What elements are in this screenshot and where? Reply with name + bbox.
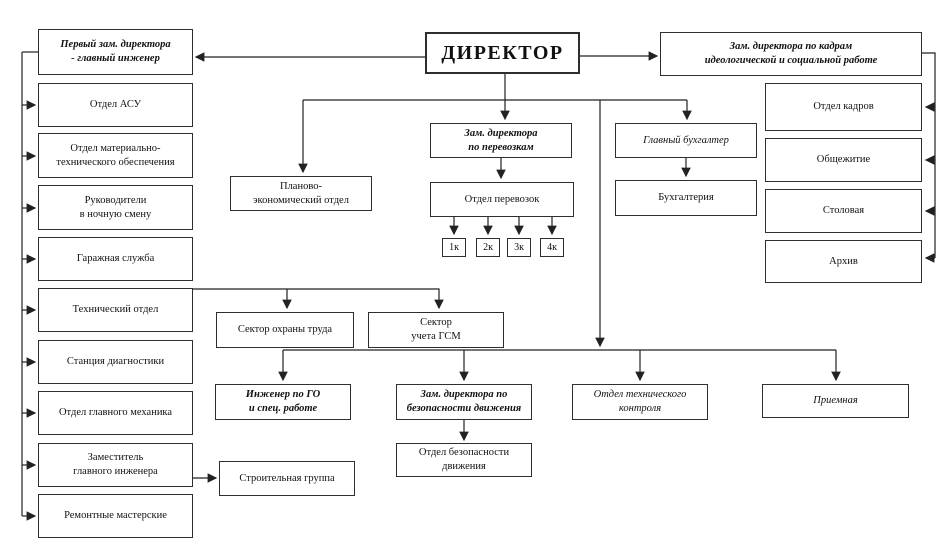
node-diagnostics-station: Станция диагностики bbox=[38, 340, 193, 384]
node-column-4: 4к bbox=[540, 238, 564, 257]
node-deputy-director-hr: Зам. директора по кадрам идеологической … bbox=[660, 32, 922, 76]
node-canteen: Столовая bbox=[765, 189, 922, 233]
node-director: ДИРЕКТОР bbox=[425, 32, 580, 74]
node-asu-dept: Отдел АСУ bbox=[38, 83, 193, 127]
node-technical-control-dept: Отдел технического контроля bbox=[572, 384, 708, 420]
node-reception: Приемная bbox=[762, 384, 909, 418]
node-construction-group: Строительная группа bbox=[219, 461, 355, 496]
node-hr-dept: Отдел кадров bbox=[765, 83, 922, 131]
node-column-2: 2к bbox=[476, 238, 500, 257]
node-dormitory: Общежитие bbox=[765, 138, 922, 182]
node-planning-economic-dept: Планово- экономический отдел bbox=[230, 176, 372, 211]
node-chief-accountant: Главный бухгалтер bbox=[615, 123, 757, 158]
node-first-deputy-chief-engineer: Первый зам. директора - главный инженер bbox=[38, 29, 193, 75]
node-chief-mechanic-dept: Отдел главного механика bbox=[38, 391, 193, 435]
node-labor-safety-sector: Сектор охраны труда bbox=[216, 312, 354, 348]
node-transport-dept: Отдел перевозок bbox=[430, 182, 574, 217]
node-fuel-accounting-sector: Сектор учета ГСМ bbox=[368, 312, 504, 348]
node-garage-service: Гаражная служба bbox=[38, 237, 193, 281]
node-deputy-chief-engineer: Заместитель главного инженера bbox=[38, 443, 193, 487]
node-accounting: Бухгалтерия bbox=[615, 180, 757, 216]
node-night-shift-managers: Руководители в ночную смену bbox=[38, 185, 193, 230]
node-civil-defense-engineer: Инженер по ГО и спец. работе bbox=[215, 384, 351, 420]
node-column-1: 1к bbox=[442, 238, 466, 257]
node-technical-dept: Технический отдел bbox=[38, 288, 193, 332]
node-column-3: 3к bbox=[507, 238, 531, 257]
node-material-supply-dept: Отдел материально- технического обеспече… bbox=[38, 133, 193, 178]
node-deputy-director-transport: Зам. директора по перевозкам bbox=[430, 123, 572, 158]
node-archive: Архив bbox=[765, 240, 922, 283]
node-repair-workshops: Ремонтные мастерские bbox=[38, 494, 193, 538]
node-traffic-safety-dept: Отдел безопасности движения bbox=[396, 443, 532, 477]
node-deputy-director-traffic-safety: Зам. директора по безопасности движения bbox=[396, 384, 532, 420]
